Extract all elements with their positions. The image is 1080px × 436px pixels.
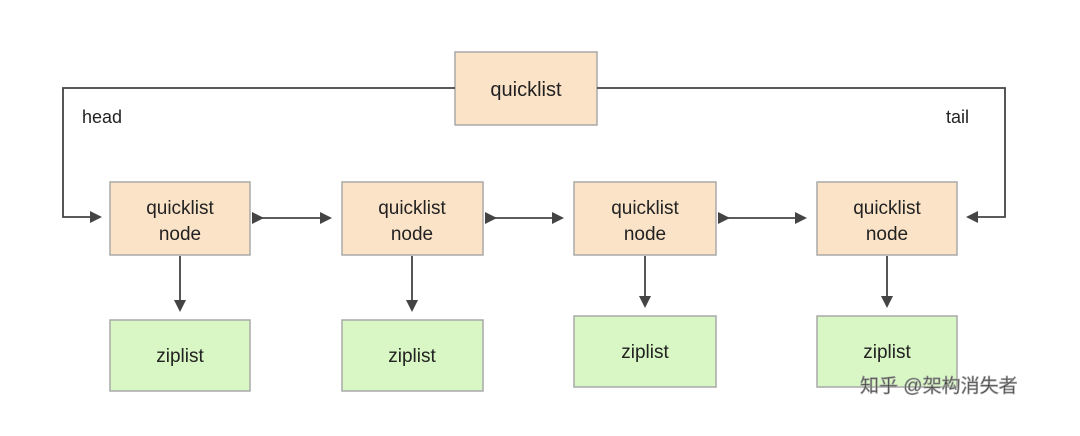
quicklist-node-label-line1: quicklist xyxy=(146,198,214,219)
quicklist-node-label-line1: quicklist xyxy=(853,198,921,219)
quicklist-node-label-line2: node xyxy=(866,224,908,245)
ziplist-label: ziplist xyxy=(388,346,436,367)
quicklist-node-label-line2: node xyxy=(391,224,433,245)
quicklist-node-label-line2: node xyxy=(159,224,201,245)
ziplist-box xyxy=(341,319,484,392)
ziplist-label: ziplist xyxy=(863,342,911,363)
quicklist-node-label-line1: quicklist xyxy=(611,198,679,219)
quicklist-root-box xyxy=(454,51,598,126)
quicklist-node-label-line2: node xyxy=(624,224,666,245)
ziplist-label: ziplist xyxy=(621,342,669,363)
quicklist-node-label-line1: quicklist xyxy=(378,198,446,219)
tail-pointer-line xyxy=(597,87,1006,223)
ziplist-box xyxy=(573,315,717,388)
quicklist-node-box xyxy=(816,181,958,256)
watermark-text: 知乎 @架构消失者 xyxy=(860,375,1018,397)
ziplist-label: ziplist xyxy=(156,346,204,367)
ziplist-box xyxy=(109,319,251,392)
head-label: head xyxy=(82,107,122,127)
ziplist-box xyxy=(816,315,958,388)
quicklist-node-box xyxy=(109,181,251,256)
quicklist-node-box xyxy=(573,181,717,256)
tail-label: tail xyxy=(946,107,969,127)
quicklist-node-box xyxy=(341,181,484,256)
head-pointer-line xyxy=(62,87,455,223)
quicklist-root-label: quicklist xyxy=(490,79,562,101)
